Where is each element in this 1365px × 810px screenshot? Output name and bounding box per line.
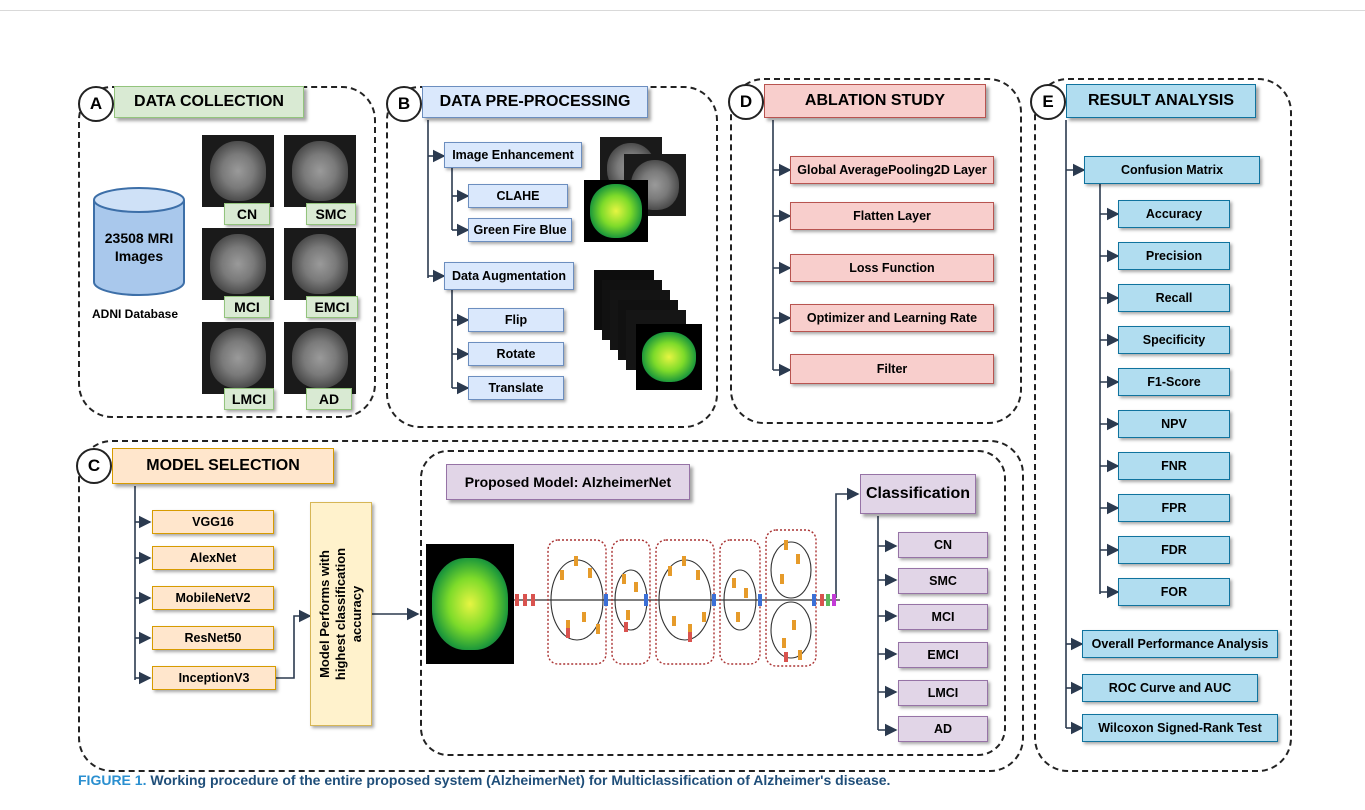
panel-e-title: RESULT ANALYSIS — [1066, 84, 1256, 118]
class-label-cn: CN — [224, 203, 270, 225]
panel-d-letter: D — [728, 84, 764, 120]
top-divider — [0, 10, 1365, 11]
confusion-matrix-box: Confusion Matrix — [1084, 156, 1260, 184]
output-class-lmci: LMCI — [898, 680, 988, 706]
mri-image-lmci — [202, 322, 274, 394]
metric-fdr: FDR — [1118, 536, 1230, 564]
proposed-model-title: Proposed Model: AlzheimerNet — [446, 464, 690, 500]
metric-precision: Precision — [1118, 242, 1230, 270]
panel-a-letter: A — [78, 86, 114, 122]
metric-specificity: Specificity — [1118, 326, 1230, 354]
augmented-mri-stack — [594, 270, 706, 402]
mri-image-ad — [284, 322, 356, 394]
class-label-emci: EMCI — [306, 296, 358, 318]
output-class-cn: CN — [898, 532, 988, 558]
model-mobilenetv2: MobileNetV2 — [152, 586, 274, 610]
panel-result-analysis — [1034, 78, 1292, 772]
database-label-line2: Images — [114, 248, 164, 264]
model-alexnet: AlexNet — [152, 546, 274, 570]
mri-image-cn — [202, 135, 274, 207]
class-label-smc: SMC — [306, 203, 356, 225]
mri-image-mci — [202, 228, 274, 300]
criterion-line2: highest classification — [333, 547, 349, 681]
rotate-box: Rotate — [468, 342, 564, 366]
caption-lead: FIGURE 1. — [78, 772, 147, 788]
panel-a-title: DATA COLLECTION — [114, 86, 304, 118]
metric-fnr: FNR — [1118, 452, 1230, 480]
database-label-line1: 23508 MRI — [104, 230, 174, 246]
model-vgg16: VGG16 — [152, 510, 274, 534]
ablation-item-flatten: Flatten Layer — [790, 202, 994, 230]
panel-model-selection — [78, 440, 1024, 772]
flip-box: Flip — [468, 308, 564, 332]
metric-f1-score: F1-Score — [1118, 368, 1230, 396]
translate-box: Translate — [468, 376, 564, 400]
database-name: ADNI Database — [92, 307, 179, 321]
proposed-model-panel — [420, 450, 1006, 756]
metric-npv: NPV — [1118, 410, 1230, 438]
ablation-item-loss: Loss Function — [790, 254, 994, 282]
class-label-lmci: LMCI — [224, 388, 274, 410]
panel-ablation-study — [730, 78, 1022, 424]
panel-c-letter: C — [76, 448, 112, 484]
metric-accuracy: Accuracy — [1118, 200, 1230, 228]
output-class-ad: AD — [898, 716, 988, 742]
metric-recall: Recall — [1118, 284, 1230, 312]
criterion-line1: Model Performs with — [317, 550, 333, 678]
figure-caption: FIGURE 1. Working procedure of the entir… — [78, 772, 890, 788]
data-augmentation-box: Data Augmentation — [444, 262, 574, 290]
panel-b-title: DATA PRE-PROCESSING — [422, 86, 648, 118]
criterion-line3: accuracy — [349, 585, 365, 643]
model-selection-criterion: Model Performs with highest classificati… — [310, 502, 372, 726]
model-resnet50: ResNet50 — [152, 626, 274, 650]
ablation-item-optimizer: Optimizer and Learning Rate — [790, 304, 994, 332]
overall-performance-box: Overall Performance Analysis — [1082, 630, 1278, 658]
alzheimernet-architecture — [505, 529, 840, 667]
image-enhancement-box: Image Enhancement — [444, 142, 582, 168]
ablation-item-filter: Filter — [790, 354, 994, 384]
database-cylinder: 23508 MRI Images — [92, 186, 186, 298]
class-label-mci: MCI — [224, 296, 270, 318]
ablation-item-gap2d: Global AveragePooling2D Layer — [790, 156, 994, 184]
output-class-mci: MCI — [898, 604, 988, 630]
panel-c-title: MODEL SELECTION — [112, 448, 334, 484]
model-inceptionv3: InceptionV3 — [152, 666, 276, 690]
caption-text: Working procedure of the entire proposed… — [150, 772, 891, 788]
wilcoxon-test-box: Wilcoxon Signed-Rank Test — [1082, 714, 1278, 742]
panel-e-letter: E — [1030, 84, 1066, 120]
class-label-ad: AD — [306, 388, 352, 410]
green-fire-blue-box: Green Fire Blue — [468, 218, 572, 242]
panel-d-title: ABLATION STUDY — [764, 84, 986, 118]
panel-b-letter: B — [386, 86, 422, 122]
metric-fpr: FPR — [1118, 494, 1230, 522]
mri-image-smc — [284, 135, 356, 207]
output-class-smc: SMC — [898, 568, 988, 594]
mri-image-emci — [284, 228, 356, 300]
green-fire-blue-mri — [584, 180, 648, 242]
roc-auc-box: ROC Curve and AUC — [1082, 674, 1258, 702]
input-mri-green — [426, 544, 514, 664]
classification-title: Classification — [860, 474, 976, 514]
clahe-box: CLAHE — [468, 184, 568, 208]
output-class-emci: EMCI — [898, 642, 988, 668]
metric-for: FOR — [1118, 578, 1230, 606]
